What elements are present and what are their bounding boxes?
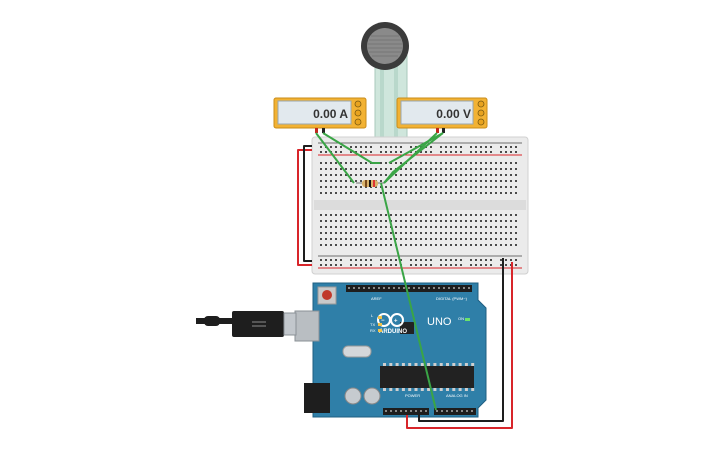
- analog-header[interactable]: [434, 408, 476, 415]
- voltmeter-reading: 0.00 V: [436, 107, 471, 121]
- rx-label: RX: [370, 328, 376, 333]
- ammeter[interactable]: 0.00 A: [273, 97, 367, 133]
- aref-label: AREF: [371, 296, 382, 301]
- tx-label: TX: [370, 322, 375, 327]
- resistor[interactable]: [356, 180, 384, 187]
- infinity-logo-icon: − +: [377, 313, 404, 327]
- dc-jack: [304, 383, 330, 413]
- usb-cable-icon: [196, 311, 297, 337]
- ammeter-display: [277, 100, 352, 125]
- breadboard[interactable]: [311, 136, 529, 275]
- arduino-uno[interactable]: DIGITAL (PWM~) AREF − + ARDUINO UNO L TX…: [294, 282, 487, 418]
- on-led-label: ON: [458, 316, 464, 321]
- wires[interactable]: [297, 132, 513, 429]
- svg-text:−: −: [381, 318, 385, 324]
- l-led-label: L: [371, 313, 374, 318]
- ammeter-reading: 0.00 A: [313, 107, 348, 121]
- usb-port[interactable]: [294, 310, 320, 342]
- reset-button[interactable]: [322, 290, 332, 300]
- digital-label: DIGITAL (PWM~): [436, 296, 468, 301]
- power-label: POWER: [405, 393, 420, 398]
- svg-text:+: +: [394, 319, 398, 325]
- board-model: UNO: [427, 316, 452, 328]
- voltmeter[interactable]: 0.00 V: [396, 97, 488, 133]
- arduino-logo-text: ARDUINO: [379, 329, 407, 335]
- voltmeter-display: [400, 100, 474, 125]
- analog-label: ANALOG IN: [446, 393, 468, 398]
- breadboard-holes[interactable]: [320, 146, 517, 266]
